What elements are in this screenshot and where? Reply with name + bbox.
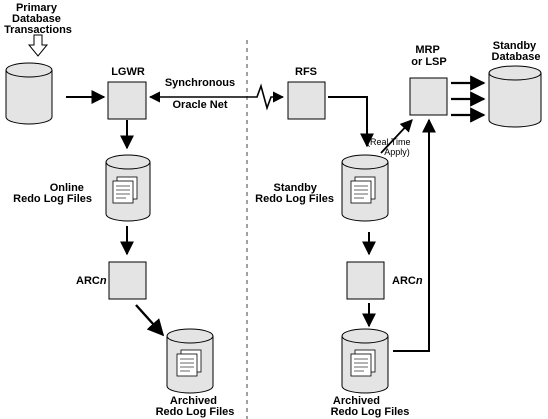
primary-archived-redo-label: Archived Redo Log Files <box>156 395 235 418</box>
synchronous-label: Synchronous <box>165 77 235 89</box>
lgwr-process-box <box>107 81 147 120</box>
arrow-rfs-to-standby-redo <box>328 96 374 148</box>
transactions-hollow-arrow-icon <box>27 34 49 57</box>
mrp-lsp-process-box <box>409 77 448 116</box>
real-time-apply-label: (Real Time Apply) <box>367 137 413 157</box>
rfs-label: RFS <box>295 66 317 78</box>
online-redo-log-files-icon <box>105 154 151 222</box>
primary-arcn-label: ARCn <box>76 275 107 287</box>
standby-database-icon <box>488 65 542 128</box>
standby-redo-log-files-icon <box>341 154 389 222</box>
standby-arcn-label: ARCn <box>392 275 423 287</box>
standby-archived-redo-label: Archived Redo Log Files <box>331 395 410 418</box>
mrp-lsp-label: MRP or LSP <box>411 44 446 68</box>
lgwr-label: LGWR <box>111 66 145 78</box>
primary-arcn-process-box <box>108 261 147 300</box>
oracle-net-label: Oracle Net <box>172 99 227 111</box>
arrow-archived-to-mrp <box>393 118 436 352</box>
standby-archived-redo-log-files-icon <box>341 328 389 394</box>
oracle-net-link <box>148 83 285 111</box>
standby-database-label: Standby Database <box>492 40 541 63</box>
primary-archived-redo-log-files-icon <box>166 328 214 394</box>
standby-arcn-process-box <box>346 261 385 300</box>
primary-transactions-label: Primary Database Transactions <box>4 2 72 36</box>
standby-redo-label: Standby Redo Log Files <box>255 182 334 205</box>
primary-database-icon <box>5 62 53 125</box>
arrow-real-time-apply <box>380 119 413 154</box>
arrow-arcn-to-archived-primary <box>135 304 165 337</box>
online-redo-label: Online Redo Log Files <box>13 182 92 205</box>
rfs-process-box <box>287 81 326 120</box>
